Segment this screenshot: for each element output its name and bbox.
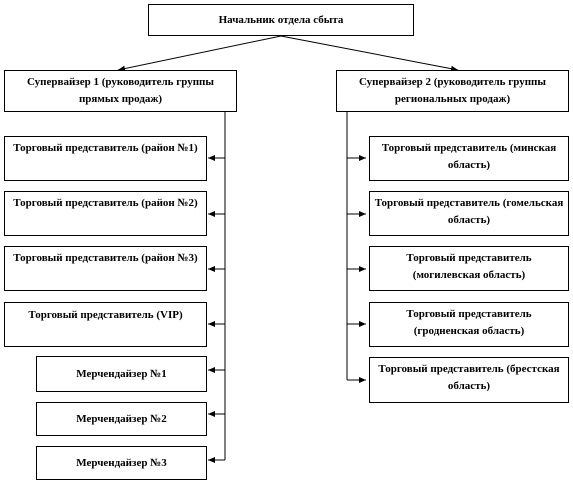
right-rep-label-1: Торговый представитель (минская область) [381, 142, 557, 171]
right-rep-box-5: Торговый представитель (брестская област… [369, 357, 569, 403]
left-rep-box-1: Торговый представитель (район №1) [4, 136, 207, 181]
merchandiser-box-3: Мерчендайзер №3 [36, 446, 207, 480]
left-rep-box-2: Торговый представитель (район №2) [4, 191, 207, 236]
merchandiser-box-1: Мерчендайзер №1 [36, 356, 207, 392]
left-rep-box-vip: Торговый представитель (VIP) [4, 302, 207, 347]
left-rep-label-3: Торговый представитель (район №3) [13, 252, 198, 264]
right-rep-box-3: Торговый представитель (могилевская обла… [369, 246, 569, 291]
right-rep-box-4: Торговый представитель (гродненская обла… [369, 302, 569, 347]
merchandiser-box-2: Мерчендайзер №2 [36, 402, 207, 436]
supervisor-1-label: Супервайзер 1 (руководитель группы прямы… [27, 76, 214, 105]
right-rep-box-1: Торговый представитель (минская область) [369, 136, 569, 181]
arrow-head-to-supervisor-1 [117, 35, 282, 72]
right-rep-label-2: Торговый представитель (гомельская облас… [374, 197, 564, 226]
right-rep-box-2: Торговый представитель (гомельская облас… [369, 191, 569, 236]
arrow-head-to-supervisor-2 [280, 35, 459, 72]
left-rep-box-3: Торговый представитель (район №3) [4, 246, 207, 291]
left-rep-label-2: Торговый представитель (район №2) [13, 197, 198, 209]
left-rep-label-1: Торговый представитель (район №1) [13, 142, 198, 154]
right-rep-label-4: Торговый представитель (гродненская обла… [406, 308, 532, 337]
head-of-sales-label: Начальник отдела сбыта [218, 13, 344, 26]
supervisor-2-label: Супервайзер 2 (руководитель группы регио… [359, 76, 546, 105]
merchandiser-label-3: Мерчендайзер №3 [76, 456, 167, 469]
right-rep-label-3: Торговый представитель (могилевская обла… [406, 252, 532, 281]
supervisor-2-box: Супервайзер 2 (руководитель группы регио… [336, 70, 569, 112]
merchandiser-label-1: Мерчендайзер №1 [76, 367, 167, 380]
merchandiser-label-2: Мерчендайзер №2 [76, 412, 167, 425]
right-rep-label-5: Торговый представитель (брестская област… [378, 363, 560, 392]
left-rep-label-vip: Торговый представитель (VIP) [28, 309, 183, 321]
head-of-sales-box: Начальник отдела сбыта [148, 4, 414, 36]
supervisor-1-box: Супервайзер 1 (руководитель группы прямы… [4, 70, 237, 112]
